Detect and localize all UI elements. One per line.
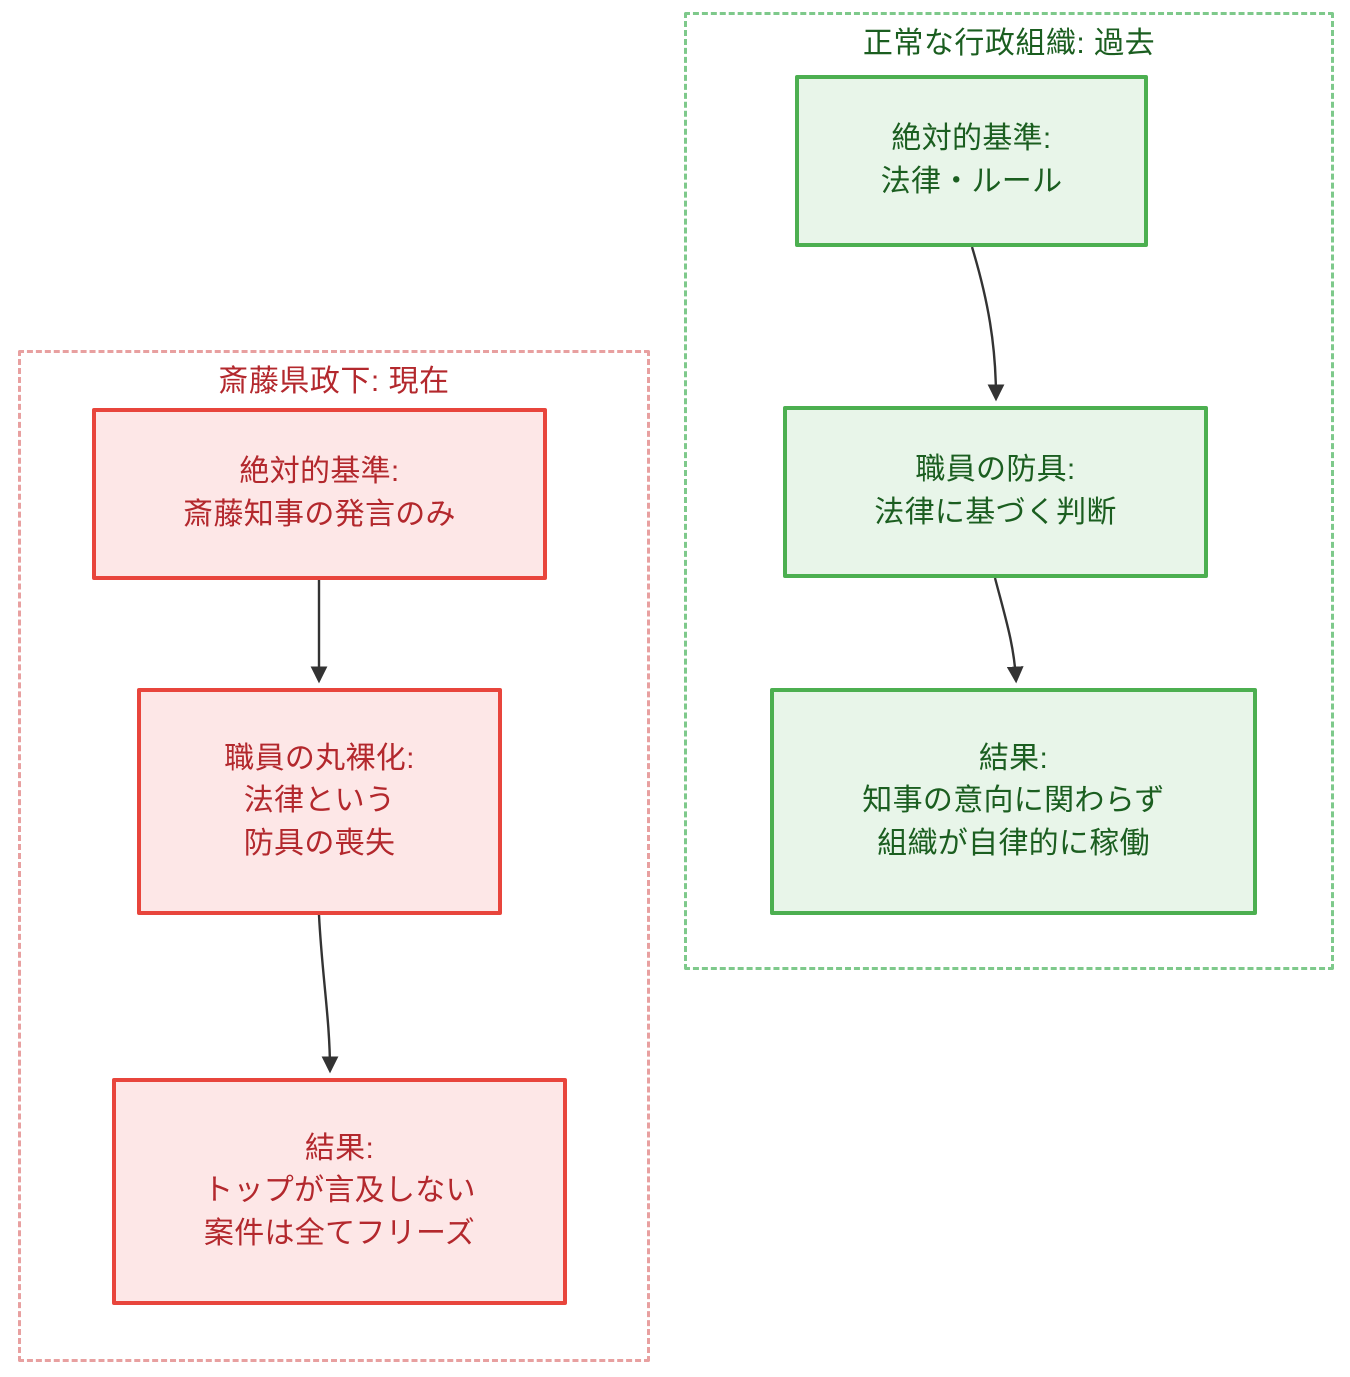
node-present-standard-line-2: 斎藤知事の発言のみ (183, 498, 456, 531)
node-past-armor[interactable]: 職員の防具: 法律に基づく判断 (783, 406, 1208, 578)
node-past-result-line-1: 結果: (978, 741, 1049, 775)
cluster-present (18, 350, 650, 1362)
cluster-present-title: 斎藤県政下: 現在 (218, 365, 450, 398)
cluster-past-title: 正常な行政組織: 過去 (862, 27, 1156, 60)
node-present-stripped-line-1: 職員の丸裸化: (224, 741, 415, 775)
node-past-result[interactable]: 結果: 知事の意向に関わらず 組織が自律的に稼働 (770, 688, 1257, 915)
node-present-result-line-3: 案件は全てフリーズ (203, 1216, 476, 1250)
node-past-standard-line-1: 絶対的基準: (891, 122, 1052, 156)
node-past-result-line-3: 組織が自律的に稼働 (877, 826, 1150, 860)
node-present-standard-line-1: 絶対的基準: (239, 455, 400, 489)
node-past-armor-line-1: 職員の防具: (915, 453, 1076, 487)
node-past-result-line-2: 知事の意向に関わらず (862, 784, 1165, 818)
node-present-stripped-line-2: 法律という (243, 784, 396, 818)
cluster-past (684, 12, 1334, 970)
node-present-result-line-2: トップが言及しない (203, 1174, 476, 1208)
node-present-result[interactable]: 結果: トップが言及しない 案件は全てフリーズ (112, 1078, 567, 1305)
node-past-standard-line-2: 法律・ルール (880, 165, 1063, 198)
node-present-stripped-line-3: 防具の喪失 (243, 826, 396, 860)
node-present-stripped[interactable]: 職員の丸裸化: 法律という 防具の喪失 (137, 688, 502, 915)
node-past-standard[interactable]: 絶対的基準: 法律・ルール (795, 75, 1148, 247)
node-past-armor-line-2: 法律に基づく判断 (874, 496, 1117, 529)
node-present-standard[interactable]: 絶対的基準: 斎藤知事の発言のみ (92, 408, 547, 580)
node-present-result-line-1: 結果: (304, 1131, 375, 1165)
